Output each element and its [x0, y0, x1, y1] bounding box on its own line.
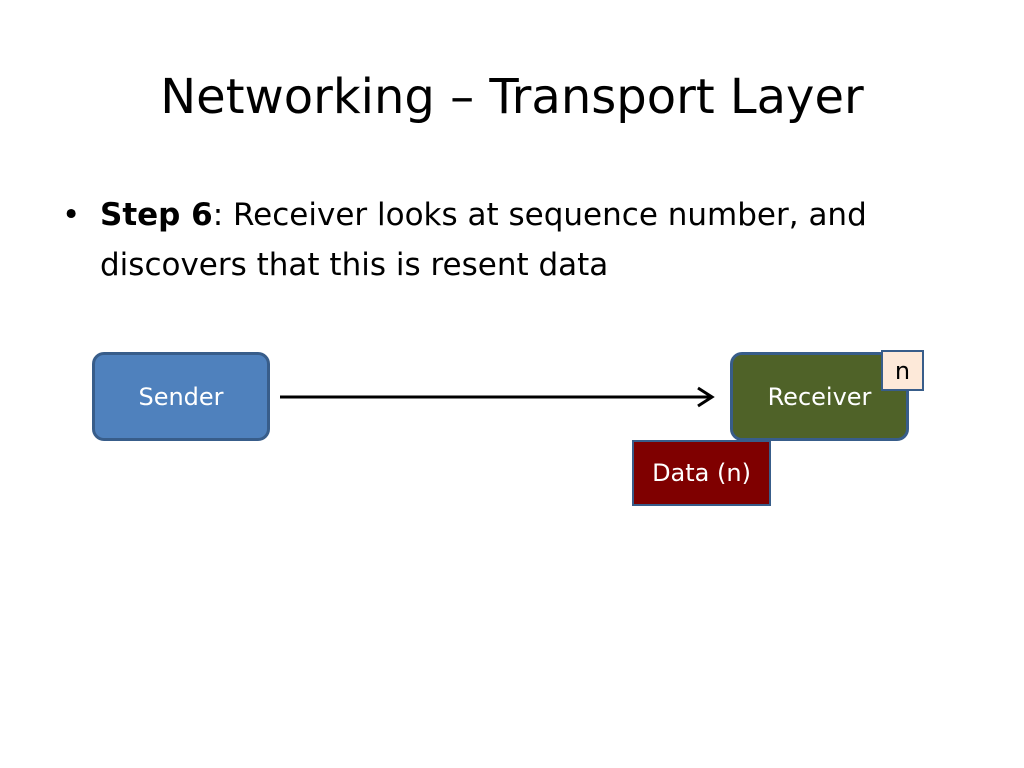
sender-label: Sender	[138, 382, 224, 411]
bullet-dot: •	[62, 197, 81, 233]
receiver-label: Receiver	[767, 382, 872, 411]
bullet-item: • Step 6: Receiver looks at sequence num…	[62, 190, 962, 290]
arrow-sender-to-receiver	[280, 386, 715, 408]
sequence-number-tag: n	[881, 350, 924, 391]
slide-title: Networking – Transport Layer	[160, 69, 864, 125]
bullet-body: : Receiver looks at sequence number, and…	[100, 197, 867, 283]
bullet-text: Step 6: Receiver looks at sequence numbe…	[100, 190, 962, 290]
sequence-number-label: n	[894, 356, 911, 385]
arrow-head	[697, 386, 715, 408]
data-packet-label: Data (n)	[652, 459, 751, 487]
data-packet: Data (n)	[632, 440, 771, 506]
bullet-strong: Step 6	[100, 197, 213, 233]
sender-box: Sender	[92, 352, 270, 441]
receiver-box: Receiver	[730, 352, 909, 441]
